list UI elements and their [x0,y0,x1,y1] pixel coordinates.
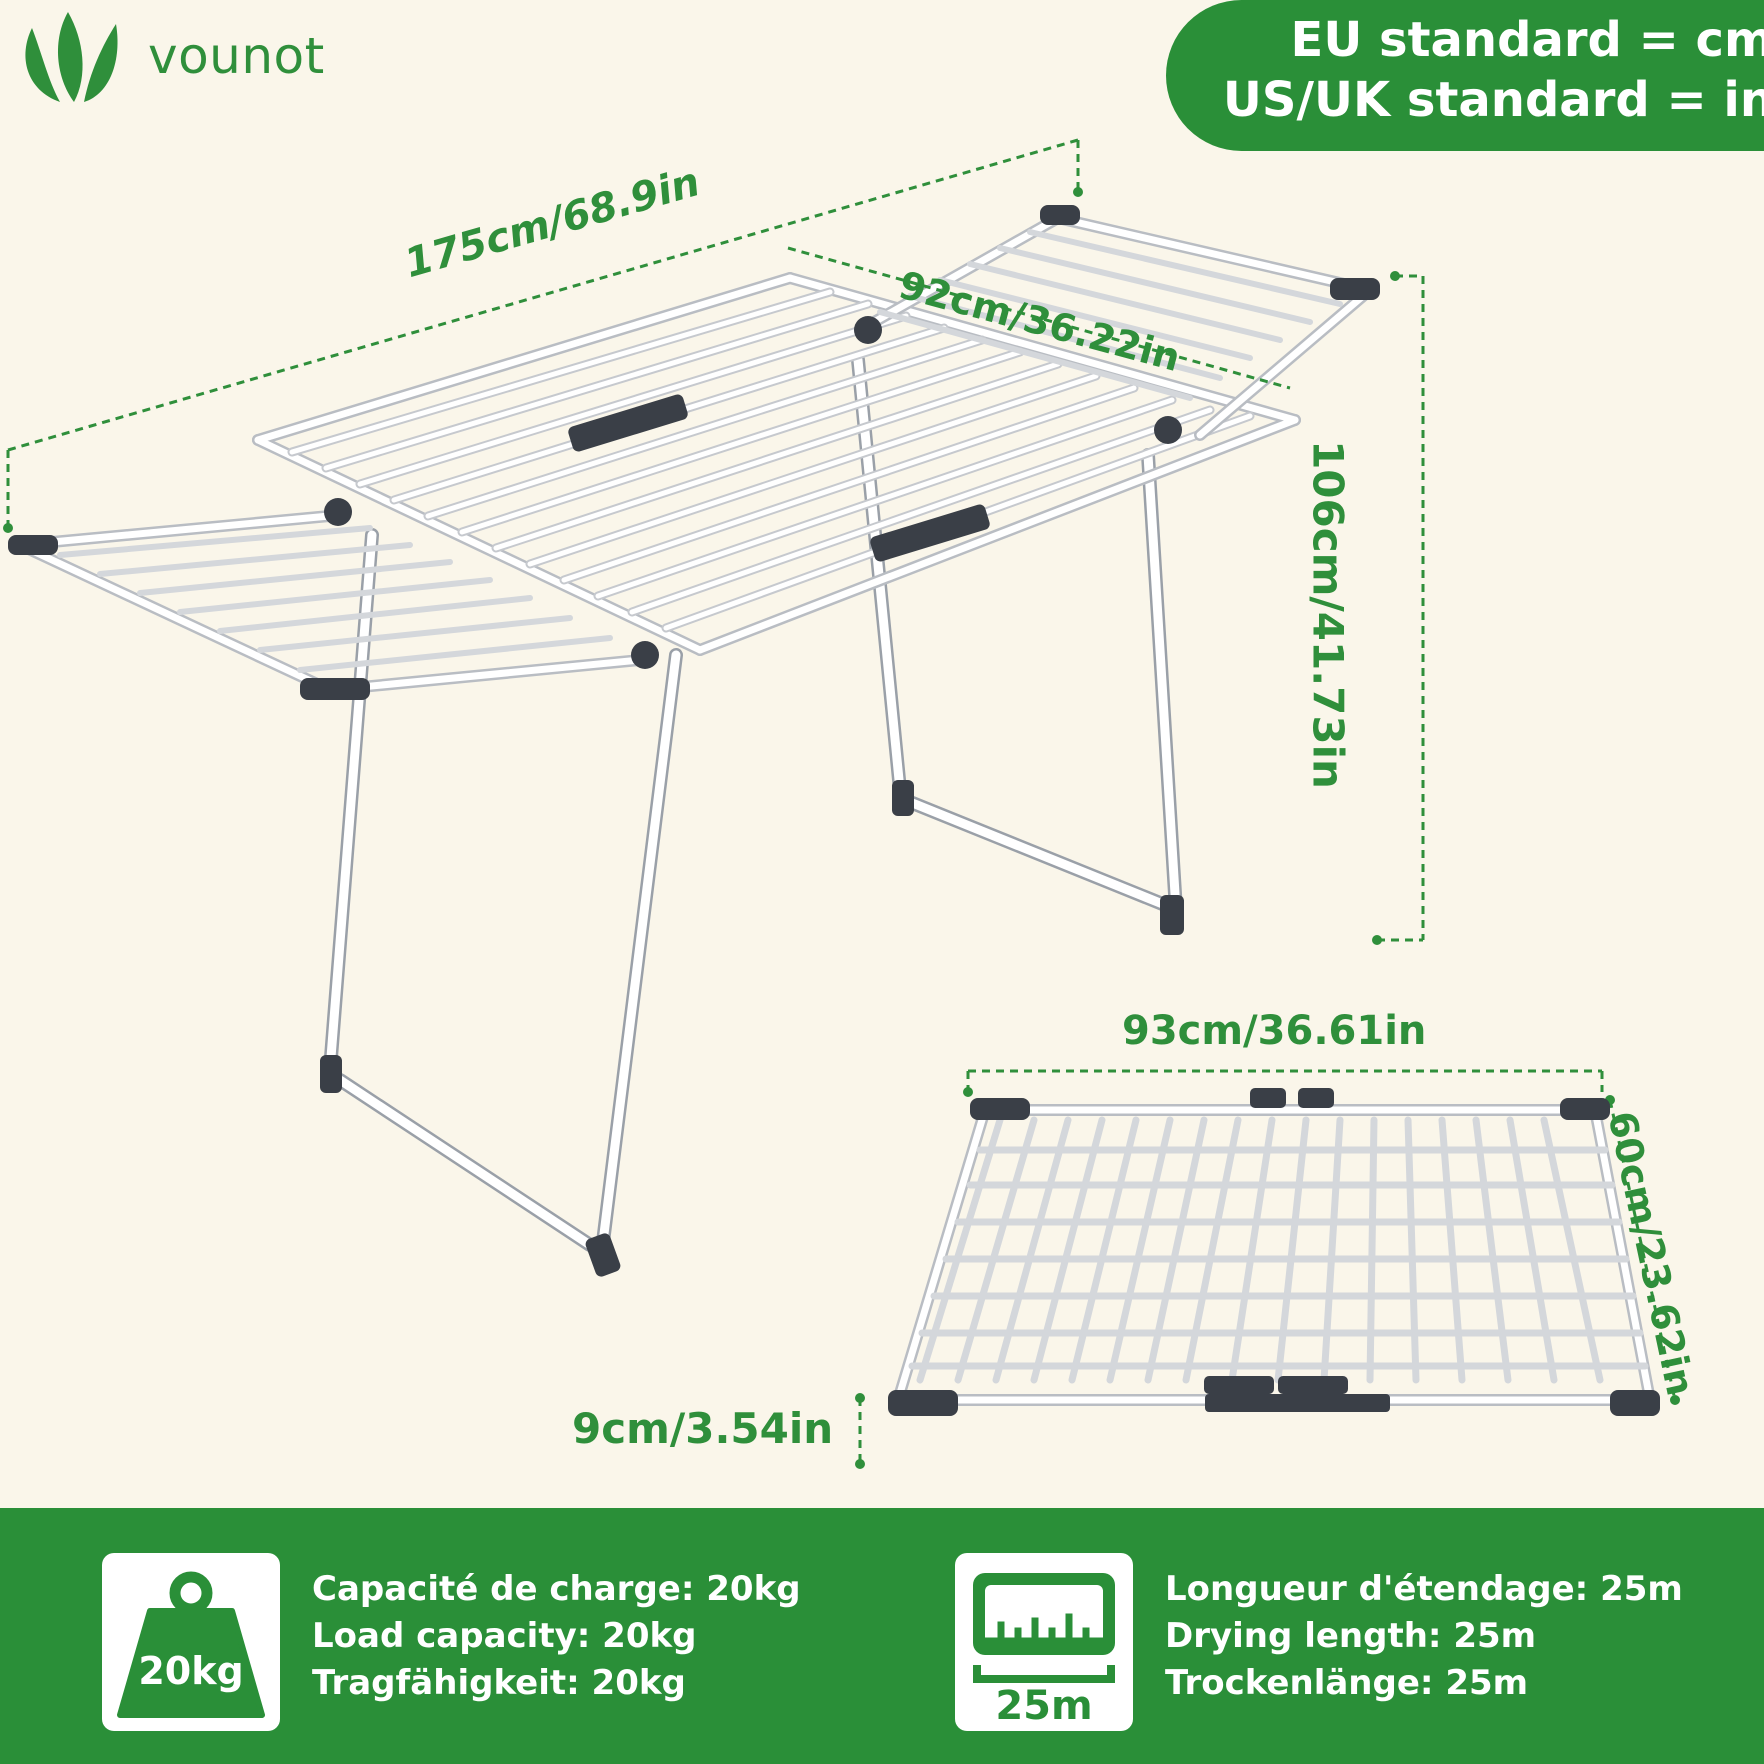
dimension-folded-width-label: 93cm/36.61in [1122,1008,1427,1054]
ruler-icon-label: 25m [995,1683,1092,1729]
ruler-icon: 25m [973,1573,1115,1729]
load-capacity-en: Load capacity: 20kg [312,1616,697,1656]
unfolded-rack-drawing [8,205,1380,1277]
leaf-logo-icon [25,12,118,102]
unit-standards-badge: EU standard = cm US/UK standard = in [1166,0,1764,151]
dimension-endpoints [3,187,1680,1469]
brand-name: vounot [148,27,325,85]
load-capacity-fr: Capacité de charge: 20kg [312,1569,801,1609]
weight-icon: 20kg [117,1571,265,1718]
dimension-folded-thickness-label: 9cm/3.54in [572,1404,834,1453]
dimension-guides [6,138,1677,1464]
standard-us-uk: US/UK standard = in [1222,72,1764,128]
drying-length-specs: Longueur d'étendage: 25m Drying length: … [1165,1566,1683,1707]
dimension-height-label: 106cm/41.73in [1303,440,1353,789]
load-capacity-tile: 20kg [102,1553,280,1731]
brand: vounot [18,6,325,106]
standard-eu: EU standard = cm [1290,12,1764,68]
drying-length-de: Trockenlänge: 25m [1165,1663,1529,1703]
drying-length-en: Drying length: 25m [1165,1616,1537,1656]
drying-length-tile: 25m [955,1553,1133,1731]
load-capacity-specs: Capacité de charge: 20kg Load capacity: … [312,1566,801,1707]
folded-rack-drawing [888,1088,1660,1416]
weight-icon-label: 20kg [138,1649,243,1693]
drying-length-fr: Longueur d'étendage: 25m [1165,1569,1683,1609]
load-capacity-de: Tragfähigkeit: 20kg [312,1663,686,1703]
feature-footer: 20kg Capacité de charge: 20kg Load capac… [0,1508,1764,1764]
